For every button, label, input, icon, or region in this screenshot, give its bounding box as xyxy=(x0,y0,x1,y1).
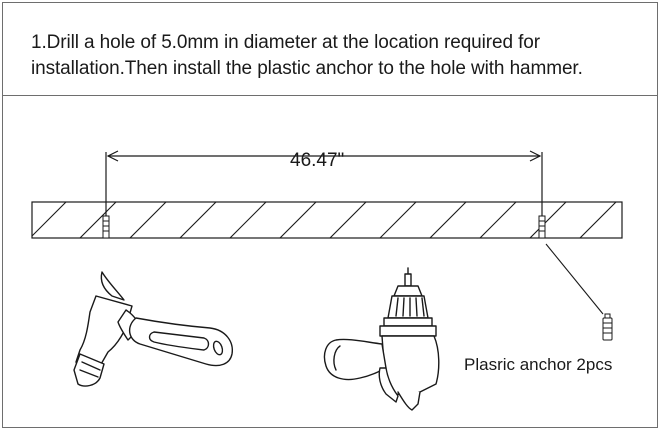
instruction-header xyxy=(2,2,658,96)
dimension-line xyxy=(105,150,543,226)
diagram-frame xyxy=(2,2,658,428)
installed-anchor-right xyxy=(538,215,546,239)
anchor-label: Plasric anchor 2pcs xyxy=(464,355,613,374)
dimension-label: 46.47" xyxy=(290,150,345,171)
hammer-icon xyxy=(73,271,233,387)
anchor-leader-line xyxy=(545,243,604,315)
installed-anchor-left xyxy=(102,215,110,239)
instruction-text: 1.Drill a hole of 5.0mm in diameter at t… xyxy=(31,32,583,79)
wall-board xyxy=(31,201,623,239)
drill-icon xyxy=(323,267,440,411)
plastic-anchor-icon xyxy=(602,313,613,341)
